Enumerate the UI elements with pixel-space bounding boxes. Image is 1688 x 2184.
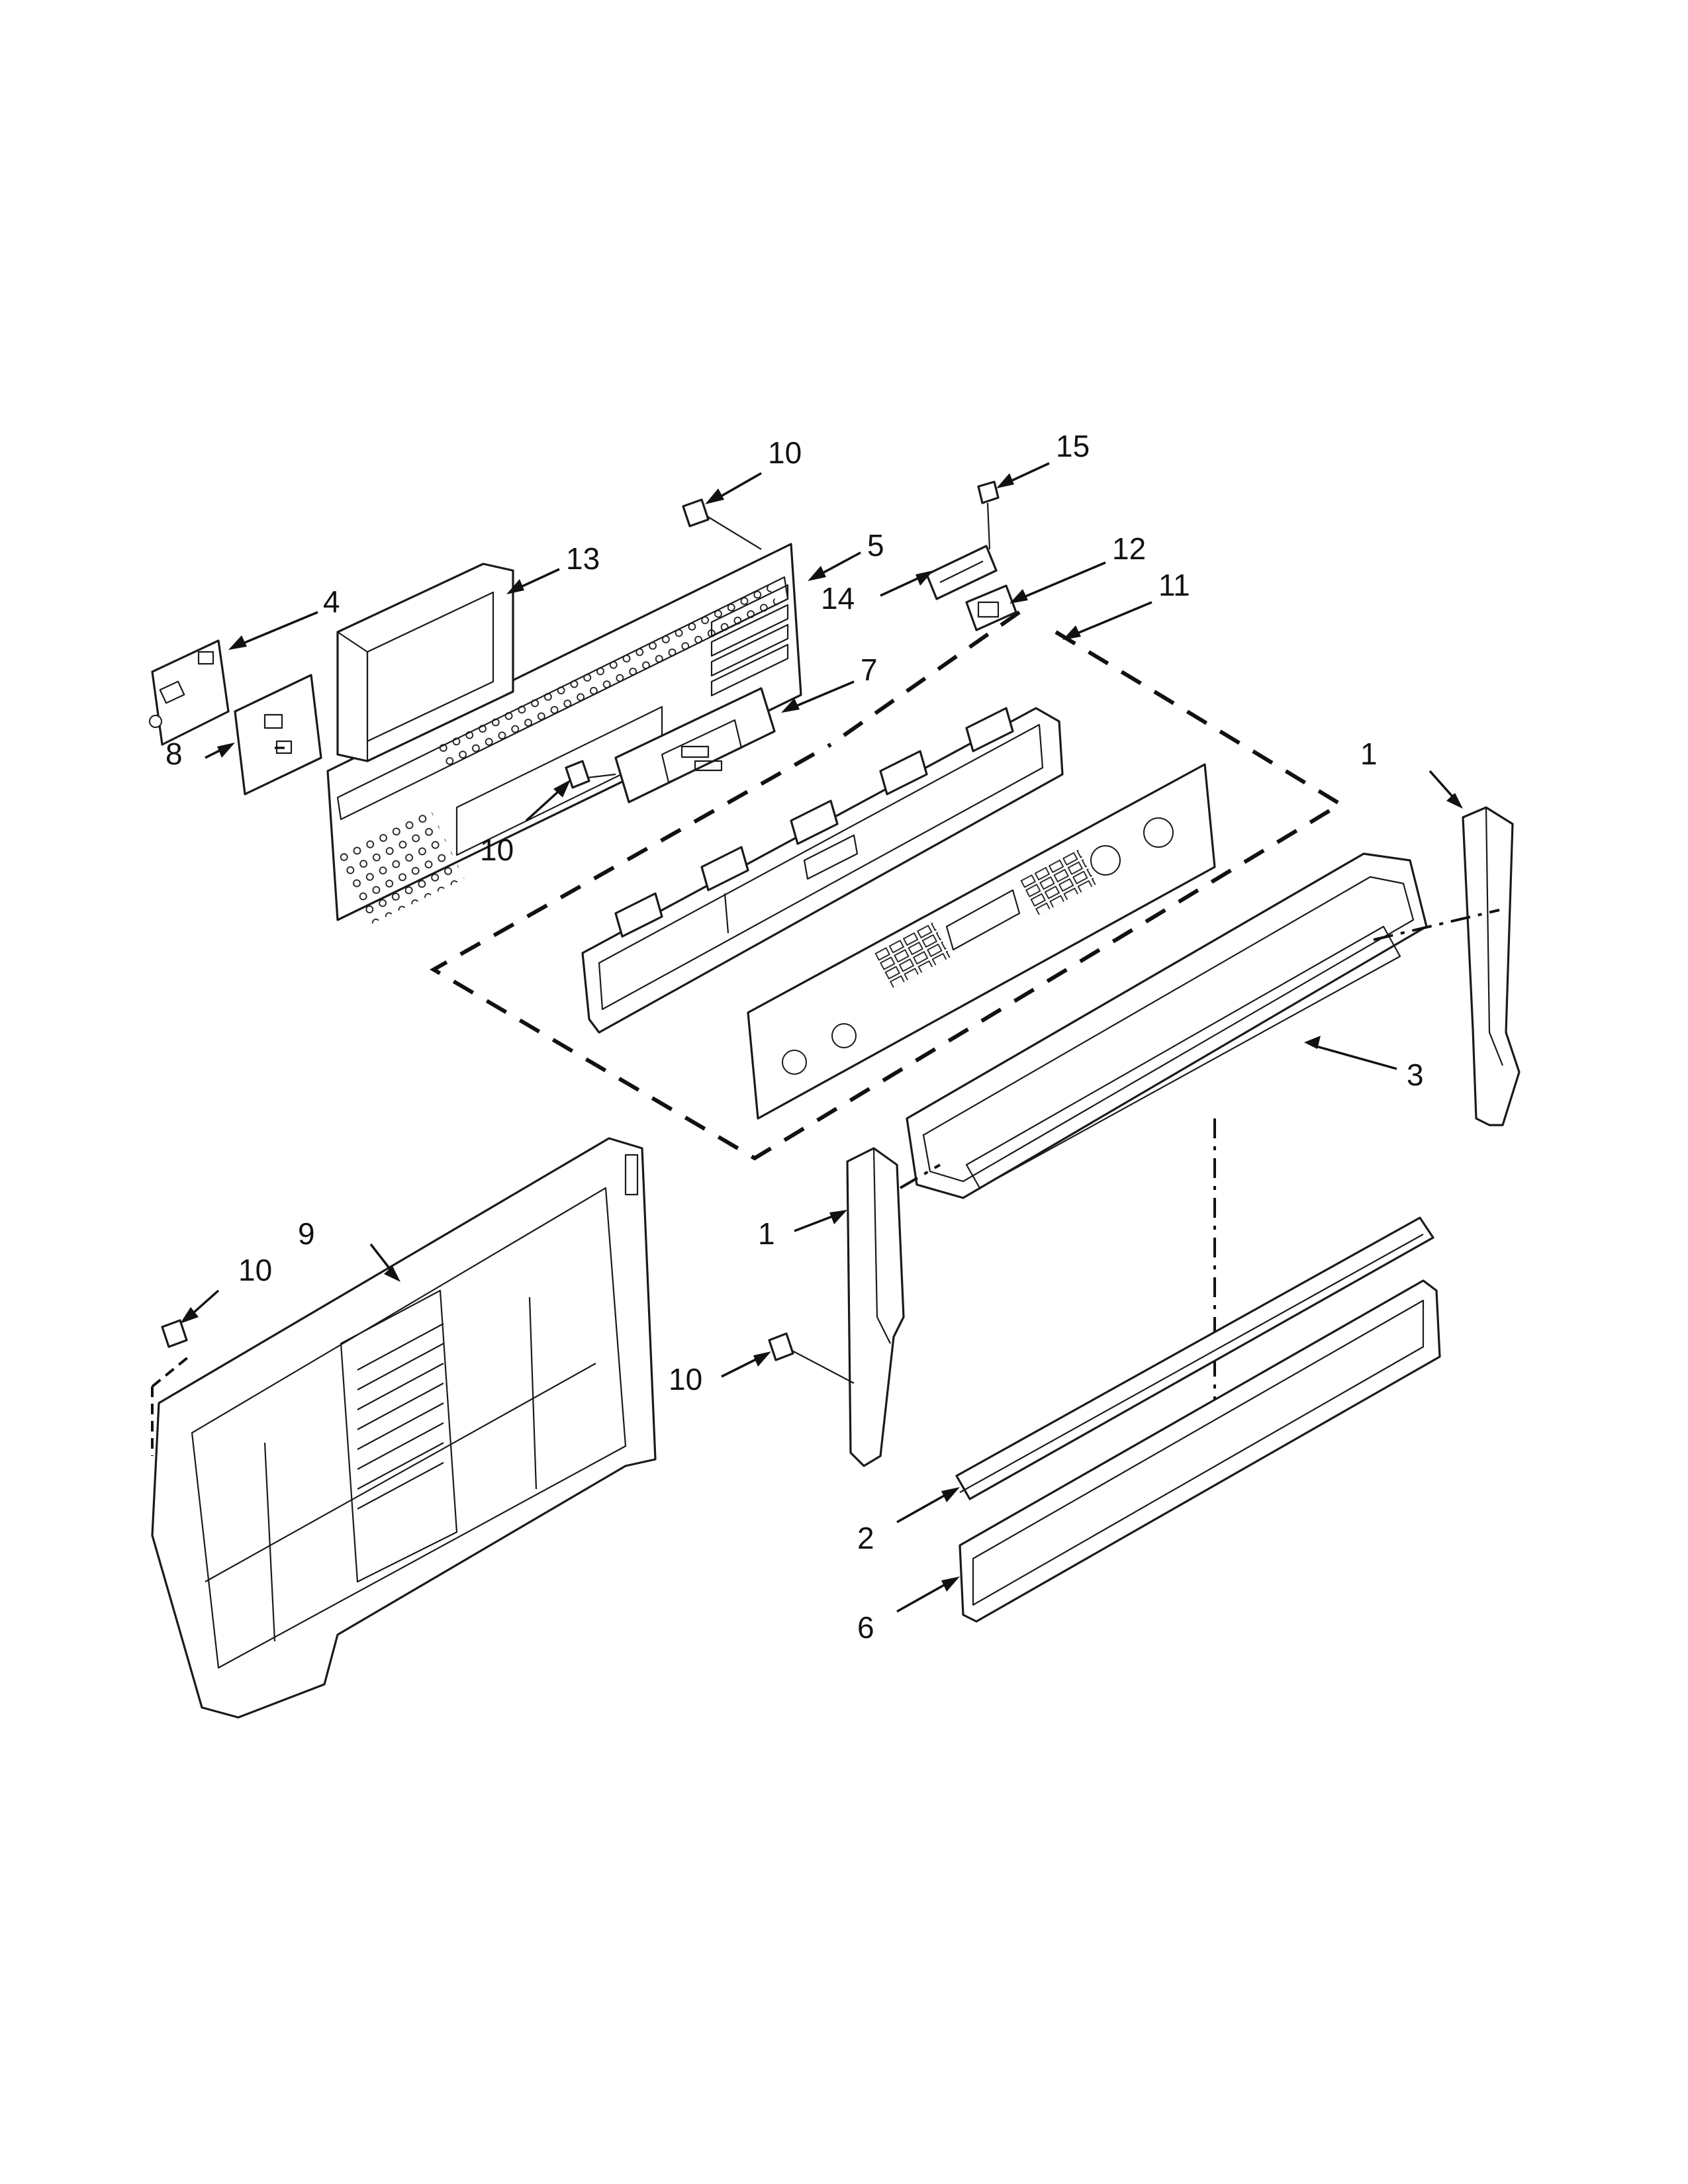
callout-10-back: 10	[238, 1253, 272, 1287]
callout-3: 3	[1407, 1058, 1424, 1092]
switch	[965, 584, 1017, 631]
callout-1-left: 1	[758, 1216, 775, 1251]
screw-10-mid	[565, 760, 616, 789]
callout-13: 13	[566, 541, 600, 576]
leader-lines	[180, 462, 1463, 1613]
mounting-bracket	[925, 545, 998, 600]
callout-5: 5	[867, 528, 884, 563]
screw-15	[977, 480, 1000, 550]
screw-10-top	[682, 498, 762, 550]
support-rail	[955, 1216, 1434, 1500]
control-panel-front	[581, 707, 1064, 1034]
control-overlay-panel	[747, 763, 1216, 1120]
callout-14: 14	[821, 581, 855, 615]
assembly-dashed-outline-start	[829, 610, 1021, 747]
back-panel	[151, 1137, 657, 1719]
callout-10-lower: 10	[669, 1362, 702, 1396]
control-backplate	[326, 543, 802, 925]
callout-10-mid: 10	[480, 833, 514, 867]
board-cover	[234, 674, 322, 796]
callout-2: 2	[857, 1521, 874, 1555]
callout-7: 7	[861, 653, 878, 687]
callout-6: 6	[857, 1610, 874, 1645]
screw-10-back-panel	[161, 1319, 188, 1348]
callout-11: 11	[1158, 568, 1190, 602]
bracket-frame	[336, 563, 514, 762]
callout-labels: 10 15 13 5 12 11 4 14 7 8 10 1 3 9 10 1 …	[165, 429, 1424, 1645]
side-bracket-right	[1373, 806, 1521, 1126]
display-control-module	[614, 687, 776, 803]
side-bracket-left	[846, 1147, 941, 1467]
assembly-dashed-outline	[429, 630, 1344, 1161]
callout-10-top: 10	[768, 435, 802, 470]
circuit-board	[149, 639, 230, 746]
callout-8: 8	[165, 737, 183, 771]
callout-12: 12	[1112, 531, 1146, 566]
callout-15: 15	[1056, 429, 1090, 463]
callout-1-right: 1	[1360, 737, 1378, 771]
frame-bracket	[959, 1279, 1441, 1623]
callout-9: 9	[298, 1216, 315, 1251]
screw-10-bracket	[768, 1332, 855, 1384]
callout-4: 4	[323, 584, 340, 619]
